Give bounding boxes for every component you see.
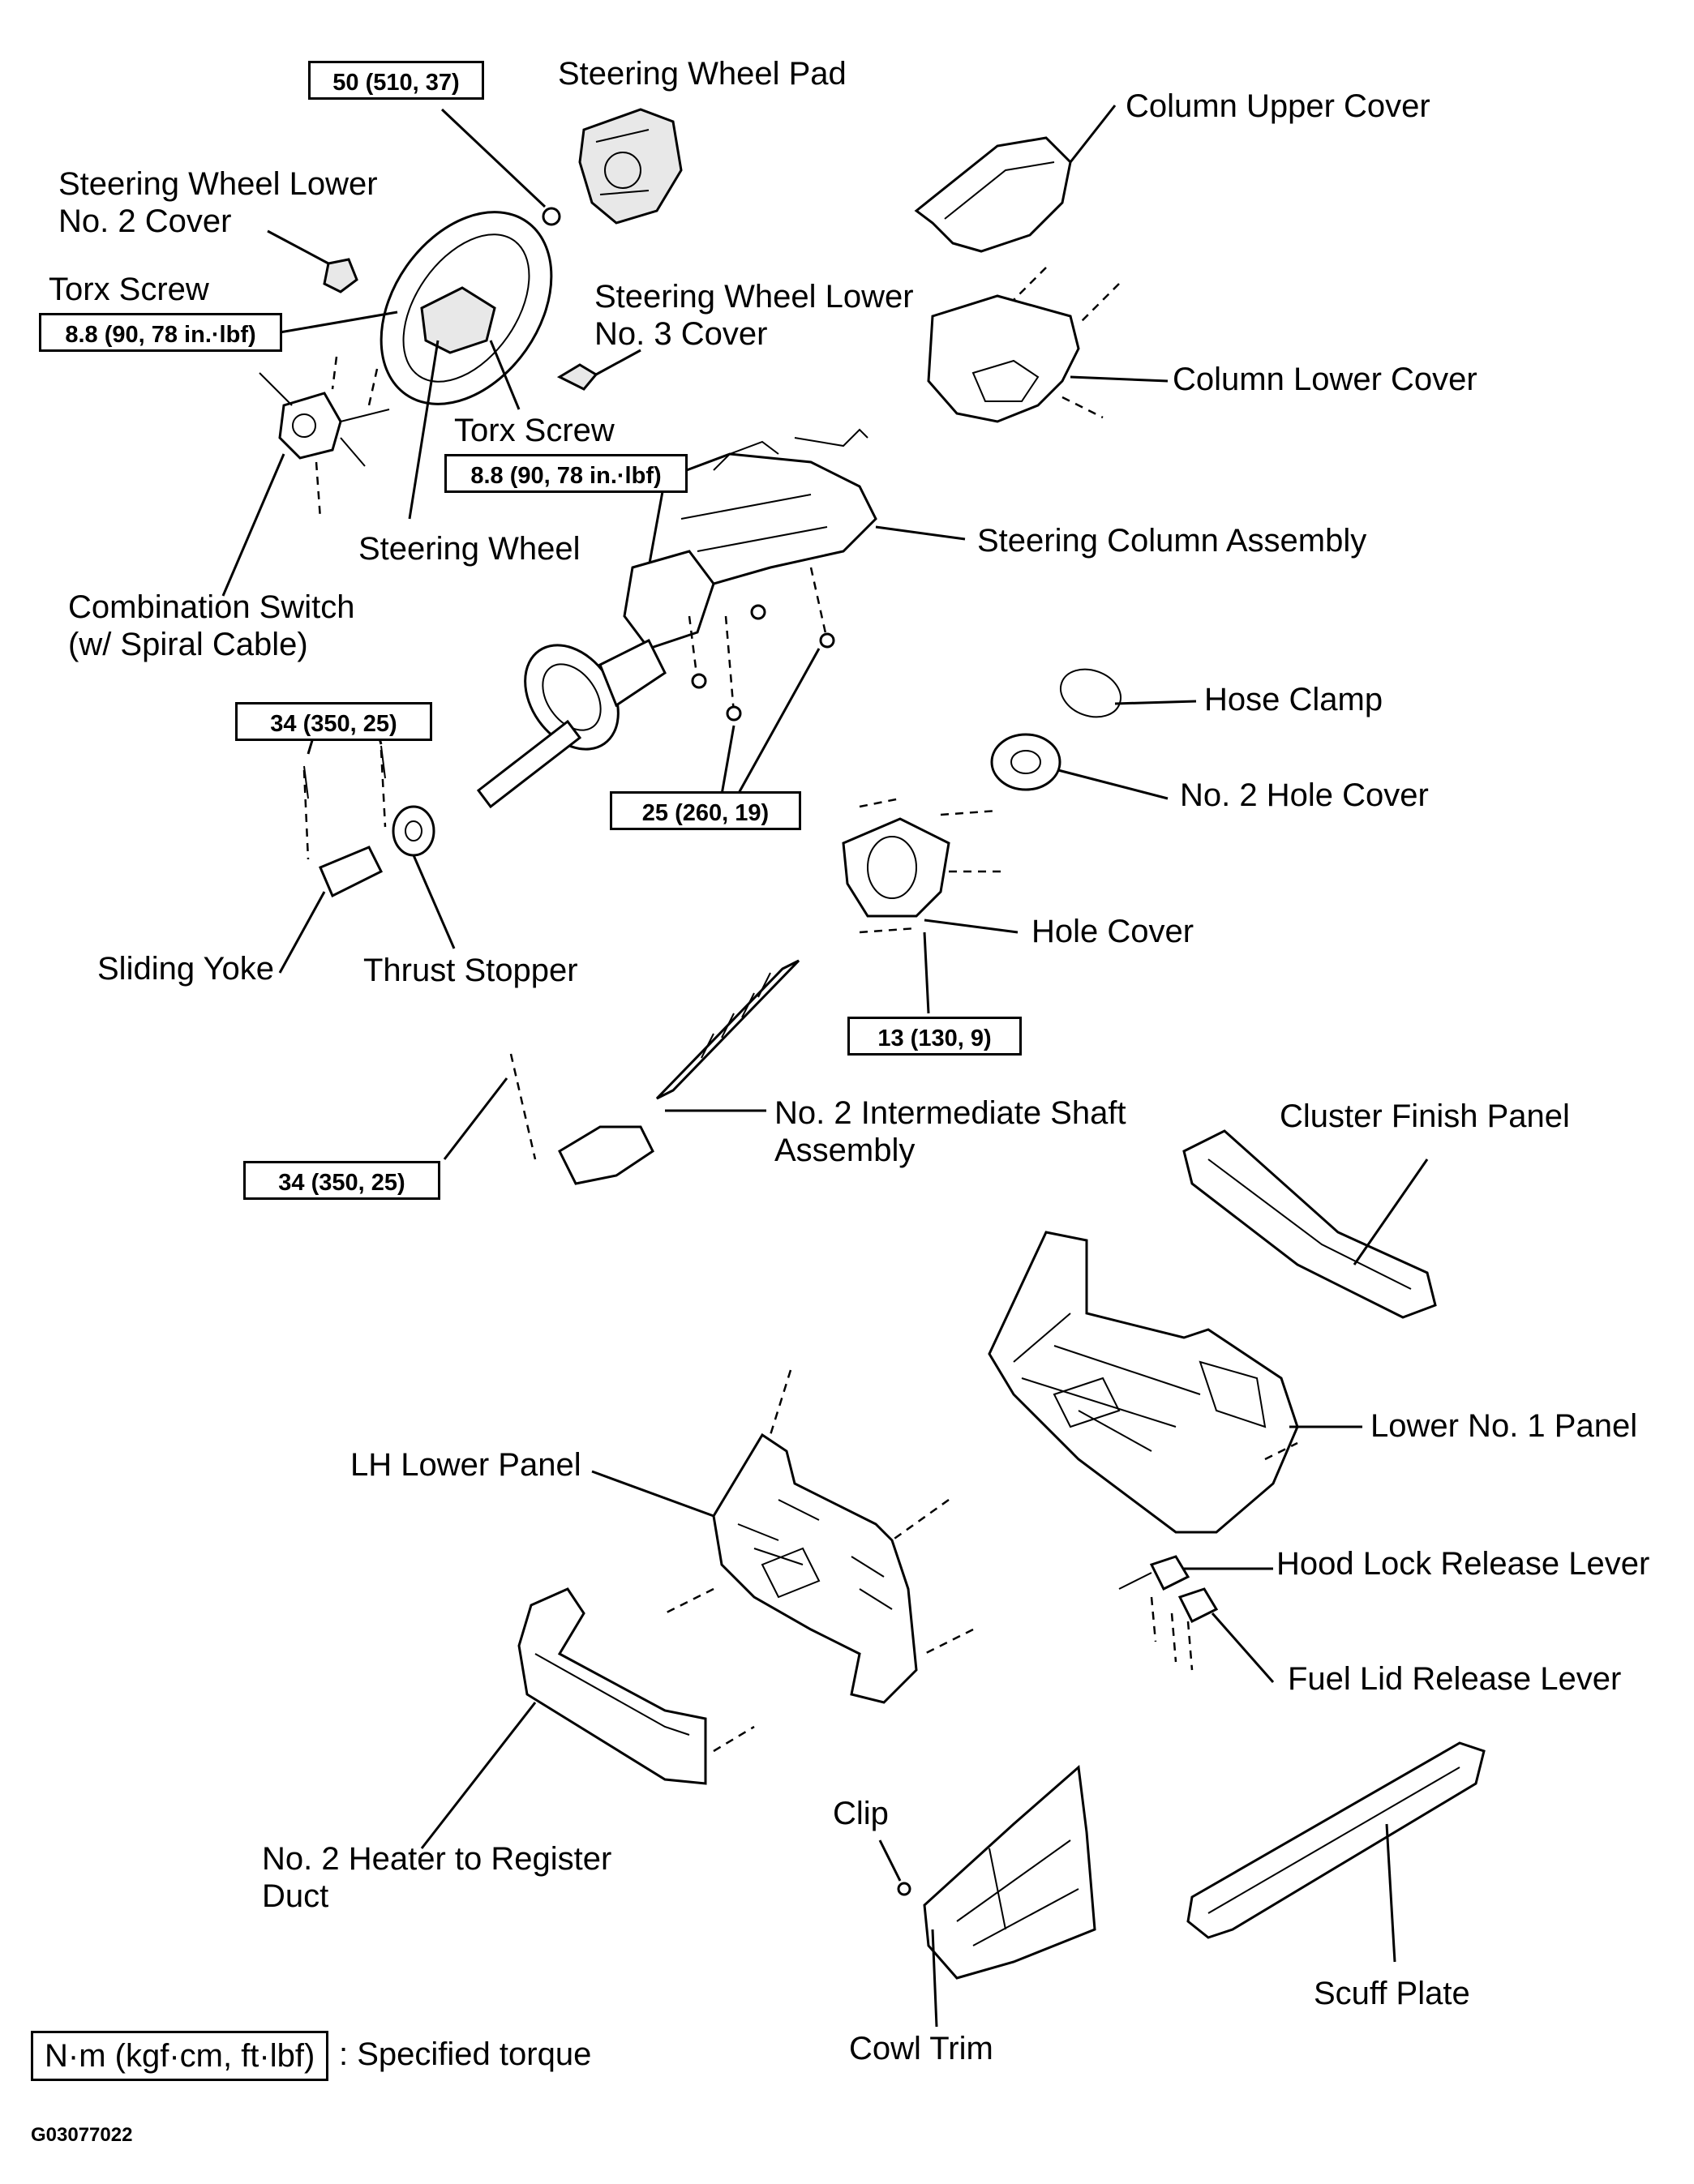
label-thrust-stopper: Thrust Stopper	[363, 953, 578, 988]
label-lower-no2-cover-line2: No. 2 Cover	[58, 203, 232, 239]
lh-lower-panel	[591, 1369, 974, 1704]
torque-hole-cover-bolts: 13 (130, 9)	[847, 1017, 1022, 1056]
label-combination-switch-line2: (w/ Spiral Cable)	[68, 627, 308, 662]
label-cluster-finish-panel: Cluster Finish Panel	[1280, 1098, 1570, 1134]
pad-nut	[440, 108, 561, 226]
thrust-stopper	[392, 805, 456, 949]
hose-clamp	[1060, 668, 1197, 718]
cowl-trim	[878, 1765, 1096, 2028]
lower-no2-cover	[267, 229, 358, 293]
torque-shaft-bolt: 34 (350, 25)	[243, 1161, 440, 1200]
steering-column-assembly	[476, 428, 966, 809]
label-steering-wheel-pad: Steering Wheel Pad	[558, 56, 847, 92]
label-lh-lower-panel: LH Lower Panel	[350, 1447, 581, 1483]
label-fuel-lid-release-lever: Fuel Lid Release Lever	[1288, 1661, 1622, 1697]
combination-switch	[221, 356, 390, 597]
label-steering-column-assembly: Steering Column Assembly	[977, 523, 1367, 559]
column-lower-cover	[927, 267, 1169, 423]
torque-column-nuts: 25 (260, 19)	[610, 791, 801, 830]
column-upper-cover	[914, 105, 1117, 253]
label-intermediate-shaft-line2: Assembly	[774, 1133, 916, 1168]
label-lower-no3-cover-line1: Steering Wheel Lower	[594, 279, 914, 315]
label-hose-clamp: Hose Clamp	[1204, 682, 1383, 717]
label-heater-duct-line2: Duct	[262, 1878, 329, 1914]
label-torx-screw-left: Torx Screw	[49, 272, 209, 307]
label-scuff-plate: Scuff Plate	[1314, 1976, 1470, 2011]
steering-wheel	[279, 211, 553, 520]
hole-cover	[842, 797, 1019, 1014]
intermediate-shaft	[443, 959, 800, 1185]
no2-hole-cover	[990, 733, 1169, 800]
label-sliding-yoke: Sliding Yoke	[97, 951, 274, 987]
heater-duct	[420, 1587, 755, 1849]
label-heater-duct-line1: No. 2 Heater to Register	[262, 1841, 612, 1877]
label-no2-hole-cover: No. 2 Hole Cover	[1180, 777, 1429, 813]
label-lower-no2-cover-line1: Steering Wheel Lower	[58, 166, 378, 202]
torque-torx-left: 8.8 (90, 78 in.·lbf)	[39, 313, 282, 352]
label-lower-no1-panel: Lower No. 1 Panel	[1370, 1408, 1638, 1444]
fuel-lid-release-lever	[1150, 1587, 1275, 1683]
torque-yoke-bolts: 34 (350, 25)	[235, 702, 432, 741]
label-intermediate-shaft-line1: No. 2 Intermediate Shaft	[774, 1095, 1126, 1131]
torque-torx-right: 8.8 (90, 78 in.·lbf)	[444, 454, 688, 493]
label-clip: Clip	[833, 1796, 889, 1831]
label-torx-screw-right: Torx Screw	[454, 413, 615, 448]
label-combination-switch-line1: Combination Switch	[68, 589, 355, 625]
label-cowl-trim: Cowl Trim	[849, 2031, 993, 2066]
label-hole-cover: Hole Cover	[1031, 914, 1194, 949]
label-steering-wheel: Steering Wheel	[358, 531, 581, 567]
lower-no3-cover	[556, 349, 641, 391]
label-hood-lock-release-lever: Hood Lock Release Lever	[1276, 1546, 1650, 1582]
cluster-finish-panel	[1182, 1129, 1437, 1319]
legend-text: : Specified torque	[339, 2036, 592, 2072]
torque-pad-nut: 50 (510, 37)	[308, 61, 484, 100]
steering-wheel-pad	[578, 108, 683, 225]
label-lower-no3-cover-line2: No. 3 Cover	[594, 316, 768, 352]
label-column-upper-cover: Column Upper Cover	[1126, 88, 1430, 124]
lower-no1-panel	[988, 1231, 1362, 1534]
legend-unit-box: N·m (kgf·cm, ft·lbf)	[31, 2031, 329, 2081]
figure-code: G03077022	[31, 2124, 133, 2146]
hood-lock-release-lever	[1118, 1555, 1273, 1591]
label-column-lower-cover: Column Lower Cover	[1173, 362, 1477, 397]
sliding-yoke	[278, 721, 387, 974]
scuff-plate	[1186, 1741, 1486, 1963]
